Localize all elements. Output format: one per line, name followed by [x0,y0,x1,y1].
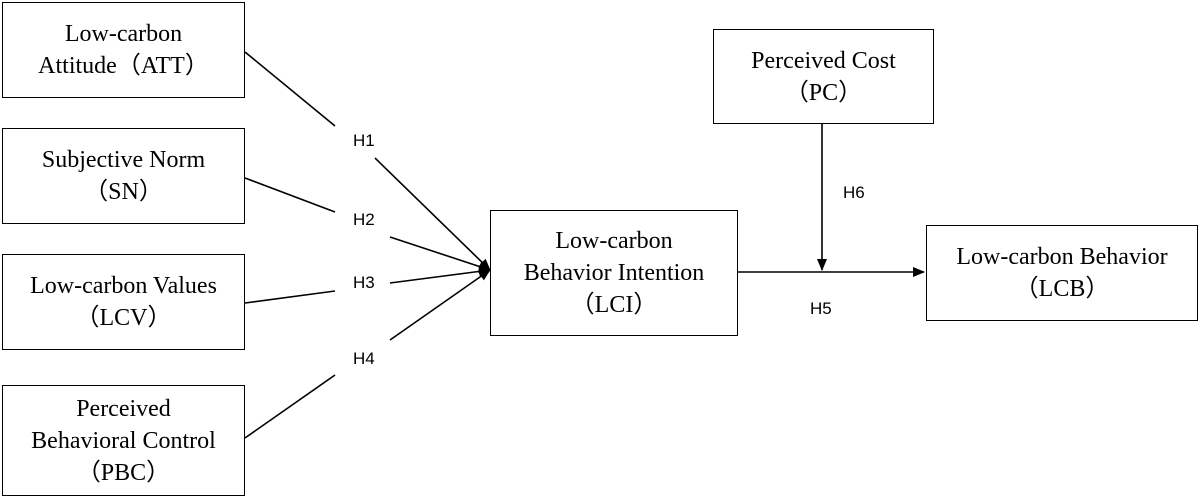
edge-pbc-lci-lower [244,374,336,439]
node-lcb-line-2: （LCB） [1014,276,1110,302]
node-att: Low-carbon Attitude（ATT） [2,2,245,98]
edge-lcv-lci-upper [244,290,336,304]
node-lcv-line-2: （LCV） [75,305,172,331]
node-lcb-line-1: Low-carbon Behavior [956,244,1168,270]
label-h1: H1 [351,131,377,151]
label-h4: H4 [351,349,377,369]
node-sn-line-2: （SN） [84,179,163,205]
label-h5: H5 [808,299,834,319]
edge-att-lci-lower [374,157,491,271]
node-lci-line-3: （LCI） [570,292,658,318]
node-lci-line-1: Low-carbon [555,228,673,254]
node-att-line-2: Attitude（ATT） [38,53,209,79]
node-lcb: Low-carbon Behavior （LCB） [926,225,1198,321]
node-lci-line-2: Behavior Intention [523,260,705,286]
node-sn-line-1: Subjective Norm [41,147,206,173]
edge-lcv-lci-lower [389,266,491,284]
edge-sn-lci-lower [389,236,491,272]
node-att-line-1: Low-carbon [64,21,183,47]
node-lci: Low-carbon Behavior Intention （LCI） [490,210,738,336]
node-sn: Subjective Norm （SN） [2,128,245,224]
node-lcv: Low-carbon Values （LCV） [2,254,245,350]
node-pbc-line-3: （PBC） [76,459,171,486]
edge-pbc-lci-upper [389,269,491,341]
node-pc-line-2: （PC） [784,79,863,106]
label-h3: H3 [351,273,377,293]
label-h2: H2 [351,210,377,230]
node-pc: Perceived Cost （PC） [713,29,934,124]
edge-att-lci-upper [244,51,336,127]
label-h6: H6 [841,183,867,203]
node-lcv-line-1: Low-carbon Values [30,273,217,299]
edge-sn-lci-upper [244,177,336,213]
node-pbc: Perceived Behavioral Control （PBC） [2,385,245,496]
node-pbc-line-2: Behavioral Control [31,427,216,454]
node-pbc-line-1: Perceived [76,395,171,422]
node-pc-line-1: Perceived Cost [751,47,896,74]
